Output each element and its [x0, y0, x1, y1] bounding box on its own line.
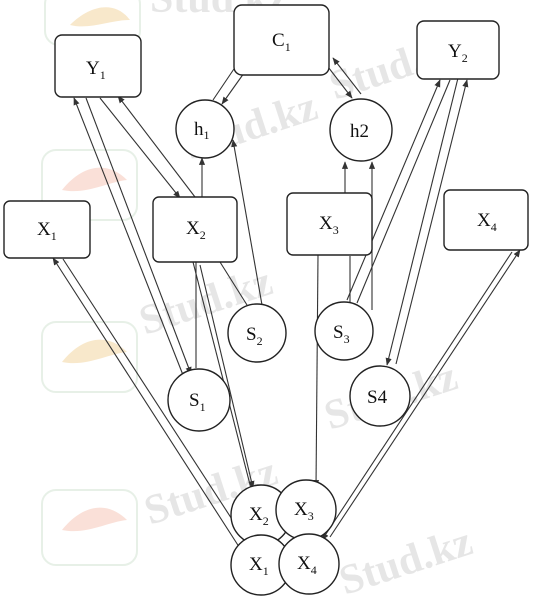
- watermark-logo: [41, 321, 138, 393]
- node-x3-base: X: [319, 213, 333, 234]
- edge-y1-s1: [85, 97, 192, 375]
- edge-x2-s2: [219, 261, 248, 306]
- edge-y1-x2: [99, 97, 181, 199]
- svg-text:Y1: Y1: [86, 58, 106, 82]
- svg-text:X1: X1: [249, 554, 269, 578]
- svg-text:Y2: Y2: [448, 41, 468, 65]
- node-x2-base: X: [186, 218, 200, 239]
- node-bottom-x3-sub: 3: [308, 509, 314, 523]
- edge-s2-h1: [231, 139, 263, 306]
- edge-x1-bx1: [62, 258, 251, 548]
- node-h1: h1: [175, 99, 235, 159]
- node-x2-sub: 2: [200, 228, 206, 242]
- node-s4-base: S: [367, 387, 378, 408]
- node-s1-base: S: [189, 390, 200, 411]
- svg-text:X1: X1: [37, 219, 57, 243]
- node-c1: C1: [233, 4, 330, 76]
- node-bottom-x4-sub: 4: [311, 563, 317, 577]
- svg-text:X3: X3: [294, 499, 314, 523]
- watermark-logo: [41, 489, 138, 566]
- edge-y2-s4: [385, 77, 459, 366]
- node-h1-sub: 1: [204, 128, 210, 142]
- edge-s3-y2: [346, 79, 441, 301]
- node-s2-sub: 2: [257, 334, 263, 348]
- node-y2-base: Y: [448, 41, 462, 62]
- node-x4-sub: 4: [491, 220, 497, 234]
- node-s1-sub: 1: [200, 400, 206, 414]
- node-bottom-x3: X3: [275, 479, 337, 541]
- svg-text:S2: S2: [246, 324, 263, 348]
- svg-text:X4: X4: [297, 553, 317, 577]
- watermark-text: Stud.kz: [334, 519, 478, 600]
- node-bottom-x1-base: X: [249, 554, 263, 575]
- node-x1-sub: 1: [51, 229, 57, 243]
- node-bottom-x2-sub: 2: [263, 514, 269, 528]
- node-bottom-x4: X4: [278, 533, 340, 595]
- node-x1-base: X: [37, 219, 51, 240]
- node-h1-base: h: [194, 119, 204, 140]
- edge-x3-bx3: [312, 254, 320, 488]
- node-x2: X2: [152, 196, 238, 263]
- node-bottom-x2-base: X: [249, 504, 263, 525]
- node-y2: Y2: [416, 20, 500, 80]
- edge-x4-bx4: [329, 249, 521, 538]
- svg-text:S3: S3: [333, 322, 350, 346]
- node-h2: h2: [329, 98, 393, 162]
- edge-x1-bx1: [52, 257, 244, 554]
- svg-text:h1: h1: [194, 119, 210, 142]
- node-h2-sub: 2: [360, 121, 370, 142]
- svg-text:X3: X3: [319, 213, 339, 237]
- node-y1-sub: 1: [100, 68, 106, 82]
- svg-text:X2: X2: [249, 504, 269, 528]
- edge-x4-bx4: [321, 251, 513, 541]
- node-s2-base: S: [246, 324, 257, 345]
- edge-s3-y2: [356, 79, 451, 304]
- nodes: C1 Y1 Y2 h1 h2 X1 X2: [3, 4, 529, 596]
- node-c1-sub: 1: [285, 40, 291, 54]
- svg-text:h2: h2: [350, 121, 369, 142]
- node-y1-base: Y: [86, 58, 100, 79]
- node-x4-base: X: [477, 210, 491, 231]
- node-s3: S3: [314, 301, 374, 361]
- node-s4-sub: 4: [378, 387, 388, 408]
- edge-x2-bx2: [199, 264, 255, 489]
- node-bottom-x2: X2: [230, 484, 292, 546]
- edge-y1-s1: [73, 97, 184, 376]
- node-x3: X3: [286, 192, 373, 256]
- node-x4: X4: [443, 189, 529, 251]
- node-x3-sub: 3: [333, 223, 339, 237]
- node-s4: S4: [349, 365, 411, 427]
- svg-text:S1: S1: [189, 390, 206, 414]
- node-bottom-x1-sub: 1: [263, 564, 269, 578]
- node-y2-sub: 2: [462, 51, 468, 65]
- edges: [52, 57, 521, 554]
- edge-c1-h2: [332, 57, 362, 95]
- node-h2-base: h: [350, 121, 360, 142]
- node-bottom-x1: X1: [230, 534, 292, 596]
- node-c1-base: C: [272, 30, 285, 51]
- svg-text:C1: C1: [272, 30, 291, 54]
- node-y1: Y1: [54, 34, 142, 98]
- node-s3-sub: 3: [344, 332, 350, 346]
- svg-text:X4: X4: [477, 210, 497, 234]
- edge-y1-x2: [117, 95, 196, 198]
- node-bottom-x4-base: X: [297, 553, 311, 574]
- edge-y2-s4: [395, 79, 469, 365]
- node-s1: S1: [167, 368, 231, 432]
- svg-text:S4: S4: [367, 387, 388, 408]
- node-bottom-x3-base: X: [294, 499, 308, 520]
- node-s3-base: S: [333, 322, 344, 343]
- svg-text:X2: X2: [186, 218, 206, 242]
- node-s2: S2: [227, 303, 287, 363]
- node-x1: X1: [3, 200, 91, 259]
